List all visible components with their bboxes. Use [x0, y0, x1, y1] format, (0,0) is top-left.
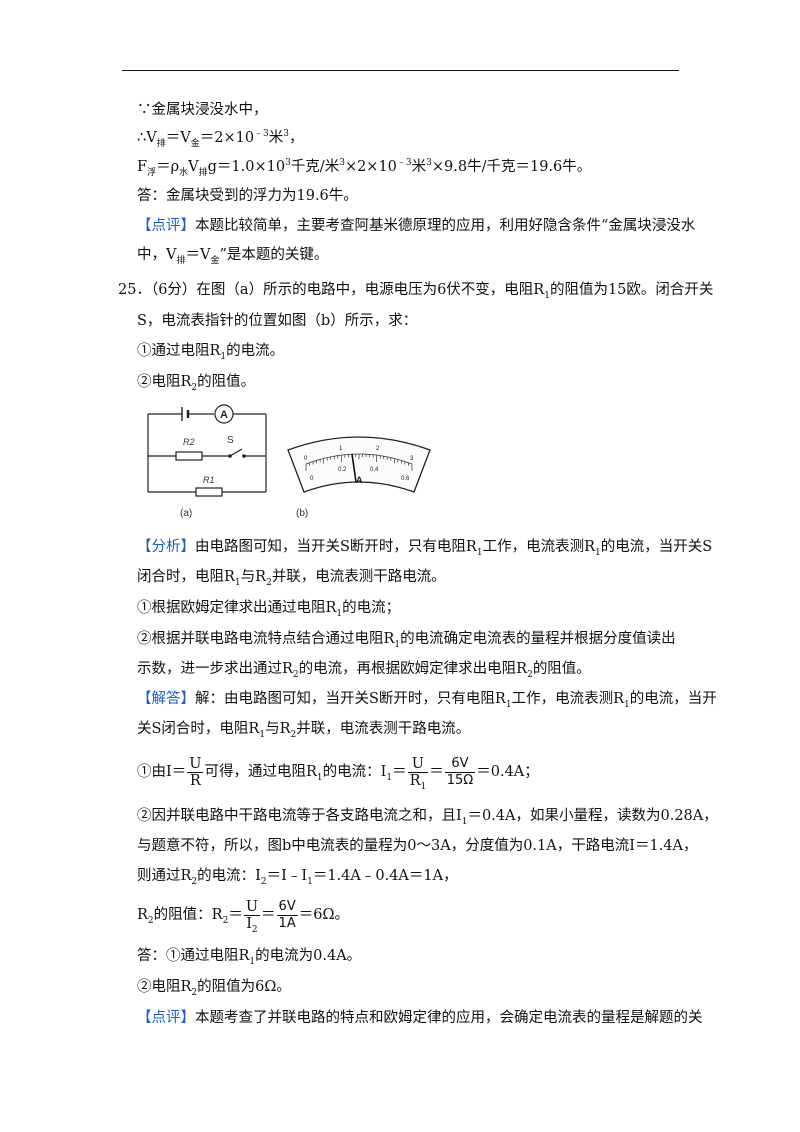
analysis-line: ②根据并联电路电流特点结合通过电阻R1的电流确定电流表的量程并根据分度值读出: [137, 631, 676, 650]
answer-line: 答：①通过电阻R1的电流为0.4A。: [137, 948, 362, 967]
text-line: F浮＝ρ水V排g＝1.0×103千克/米3×2×10﹣3米3×9.8牛/千克＝1…: [137, 158, 592, 178]
scale-top-1: 1: [339, 446, 343, 452]
analysis-line: 闭合时，电阻R1与R2并联，电流表测干路电流。: [137, 569, 446, 588]
question-line: 25．（6分）在图（a）所示的电路中，电源电压为6伏不变，电阻R1的阻值为15欧…: [118, 282, 714, 301]
solution-line: 与题意不符，所以，图b中电流表的量程为0～3A，分度值为0.1A，干路电流I＝1…: [137, 838, 698, 854]
question-line: ①通过电阻R1的电流。: [137, 343, 285, 362]
comment-line: 【点评】本题比较简单，主要考查阿基米德原理的应用，利用好隐含条件“金属块浸没水: [137, 218, 696, 234]
scale-top-0: 0: [304, 456, 308, 462]
solution-line: 【解答】解：由电路图可知，当开关S断开时，只有电阻R1工作，电流表测R1的电流，…: [137, 691, 717, 710]
text-line: ∴V排＝V金＝2×10﹣3米3，: [137, 129, 304, 149]
text-line: 答：金属块受到的浮力为19.6牛。: [137, 188, 358, 204]
meter-unit: A: [356, 475, 363, 485]
comment-tag: 【点评】: [137, 218, 195, 234]
switch-label: S: [227, 435, 234, 446]
question-line: ②电阻R2的阻值。: [137, 374, 256, 393]
analysis-line: 【分析】由电路图可知，当开关S断开时，只有电阻R1工作，电流表测R1的电流，当开…: [137, 539, 713, 558]
analysis-line: ①根据欧姆定律求出通过电阻R1的电流；: [137, 600, 401, 619]
solution-line: ②因并联电路中干路电流等于各支路电流之和，且I1＝0.4A，如果小量程，读数为0…: [137, 808, 718, 827]
scale-bottom-1: 0.2: [338, 467, 347, 473]
answer-line: ②电阻R2的阻值为6Ω。: [137, 979, 291, 998]
scale-bottom-3: 0.6: [401, 476, 410, 482]
ammeter-dial: 0 1 2 3 0 0.2 0.4 0.6 A (b): [287, 436, 431, 519]
meter-needle: [351, 453, 357, 483]
analysis-tag: 【分析】: [137, 539, 195, 555]
ammeter-label: A: [220, 409, 228, 421]
text-line: ∵金属块浸没水中，: [137, 102, 268, 118]
analysis-line: 示数，进一步求出通过R2的电流，再根据欧姆定律求出电阻R2的阻值。: [137, 661, 591, 680]
header-rule: [122, 70, 679, 71]
circuit-diagram: A R2 S R1 (a): [147, 404, 267, 519]
figure-a-caption: (a): [180, 508, 192, 519]
scale-top-3: 3: [410, 456, 414, 462]
r1-label: R1: [203, 475, 215, 485]
solution-line: 则通过R2的电流：I2＝I﹣I1＝1.4A﹣0.4A＝1A，: [137, 868, 458, 887]
question-line: S，电流表指针的位置如图（b）所示，求：: [137, 313, 418, 329]
comment-line: 【点评】本题考查了并联电路的特点和欧姆定律的应用，会确定电流表的量程是解题的关: [137, 1010, 703, 1026]
scale-bottom-0: 0: [310, 476, 314, 482]
comment-tag: 【点评】: [137, 1010, 195, 1026]
figure-b-caption: (b): [296, 508, 308, 519]
r2-label: R2: [183, 437, 195, 447]
scale-top-2: 2: [376, 446, 380, 452]
solution-line: 关S闭合时，电阻R1与R2并联，电流表测干路电流。: [137, 721, 471, 740]
scale-bottom-2: 0.4: [370, 467, 379, 473]
text-line: 中，V排＝V金”是本题的关键。: [137, 247, 329, 266]
solution-tag: 【解答】: [137, 691, 195, 707]
